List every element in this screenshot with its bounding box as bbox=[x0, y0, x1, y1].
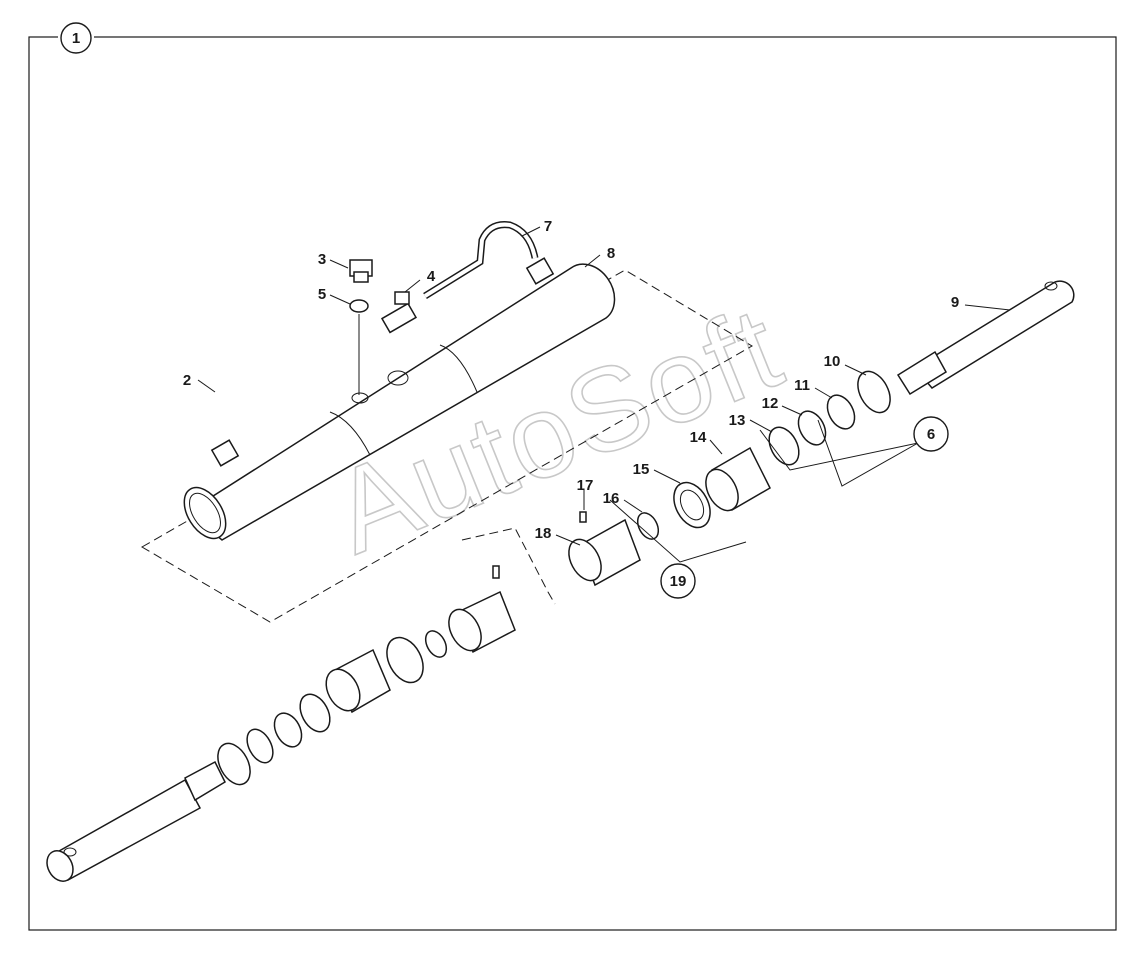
snap-ring bbox=[857, 370, 891, 414]
callout-7: 7 bbox=[544, 218, 552, 235]
cylinder-barrel bbox=[183, 263, 616, 541]
callout-3: 3 bbox=[318, 251, 326, 268]
callout-15: 15 bbox=[633, 461, 650, 478]
callout-17: 17 bbox=[577, 477, 594, 494]
lower-seal bbox=[386, 636, 424, 684]
callout-8: 8 bbox=[607, 245, 615, 262]
callout-14: 14 bbox=[690, 429, 707, 446]
elbow-fitting bbox=[380, 291, 418, 334]
dashed-guide-lower bbox=[461, 527, 556, 605]
piston-rod bbox=[896, 280, 1075, 396]
callout-18: 18 bbox=[535, 525, 552, 542]
callout-6: 6 bbox=[927, 426, 935, 443]
lower-rod bbox=[46, 760, 226, 882]
lower-ring-a bbox=[246, 728, 274, 764]
diagram-frame bbox=[28, 36, 1117, 931]
lower-gland bbox=[325, 648, 391, 714]
o-ring-washer bbox=[349, 299, 369, 313]
lower-ring-b bbox=[273, 712, 303, 748]
piston-18 bbox=[568, 511, 641, 587]
callout-2: 2 bbox=[183, 372, 191, 389]
lower-snap-ring bbox=[217, 742, 251, 786]
callout-6-circle bbox=[913, 416, 949, 452]
leader-6 bbox=[817, 419, 919, 487]
callout-11: 11 bbox=[794, 377, 810, 394]
callout-9: 9 bbox=[951, 294, 959, 311]
lower-ring-c bbox=[299, 693, 331, 733]
callout-4: 4 bbox=[427, 268, 436, 285]
gland-14 bbox=[705, 446, 771, 512]
callout-13: 13 bbox=[729, 412, 746, 429]
view-number: 1 bbox=[72, 30, 80, 47]
hydraulic-tube-right bbox=[423, 221, 555, 299]
view-number-circle bbox=[60, 22, 92, 54]
leader-19 bbox=[609, 499, 747, 563]
callout-5: 5 bbox=[318, 286, 326, 303]
lower-piston bbox=[448, 565, 516, 654]
hydraulic-tube-left bbox=[210, 316, 387, 467]
union-fitting bbox=[349, 259, 373, 283]
o-ring-16 bbox=[636, 512, 660, 540]
callout-19-circle bbox=[660, 563, 696, 599]
callout-12: 12 bbox=[762, 395, 779, 412]
gland-15 bbox=[673, 481, 711, 529]
ring-13 bbox=[768, 426, 800, 466]
lower-o-ring bbox=[424, 630, 448, 658]
ring-11 bbox=[826, 394, 856, 430]
callout-10: 10 bbox=[824, 353, 841, 370]
callout-19: 19 bbox=[670, 573, 687, 590]
callout-16: 16 bbox=[603, 490, 620, 507]
ring-12 bbox=[797, 410, 827, 446]
